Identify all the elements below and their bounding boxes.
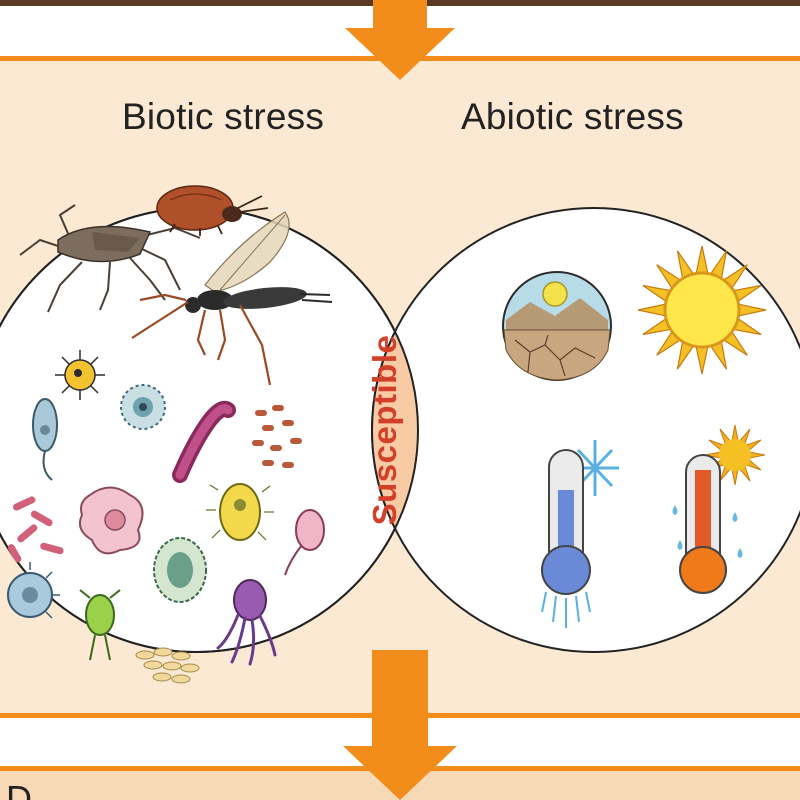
- round-microbe-icon: [120, 384, 166, 430]
- beetle-icon: [156, 185, 269, 236]
- pink-rods-icon: [7, 496, 64, 563]
- wasp-icon: [131, 211, 333, 386]
- hairy-microbe-icon: [206, 483, 274, 541]
- spiky-microbe-icon: [55, 350, 105, 400]
- susceptible-label: Susceptible: [366, 334, 403, 526]
- rod-cluster-icon: [252, 405, 302, 468]
- overlap-region: [371, 208, 418, 652]
- hot-thermometer-icon: [672, 424, 766, 594]
- sun-icon: [637, 245, 767, 375]
- bottom-arrow: [343, 650, 457, 800]
- tailed-microbe-icon: [284, 509, 325, 576]
- microbe-icons: [7, 350, 325, 684]
- octopus-microbe-icon: [216, 579, 277, 666]
- abiotic-stress-title: Abiotic stress: [461, 96, 684, 137]
- seed-cluster-icon: [135, 647, 200, 684]
- flagellate-microbe-icon: [32, 398, 58, 481]
- drought-icon: [502, 271, 612, 381]
- stink-bug-icon: [19, 204, 201, 313]
- virus-icon: [7, 562, 60, 619]
- green-tentacle-icon: [79, 589, 121, 661]
- top-arrow: [345, 0, 455, 80]
- amoeba-icon: [79, 486, 144, 555]
- biotic-stress-title: Biotic stress: [122, 96, 325, 137]
- cold-thermometer-icon: [541, 440, 619, 628]
- bottom-partial-text: D: [6, 778, 32, 800]
- green-microbe-icon: [153, 537, 207, 603]
- worm-microbe-icon: [172, 400, 236, 483]
